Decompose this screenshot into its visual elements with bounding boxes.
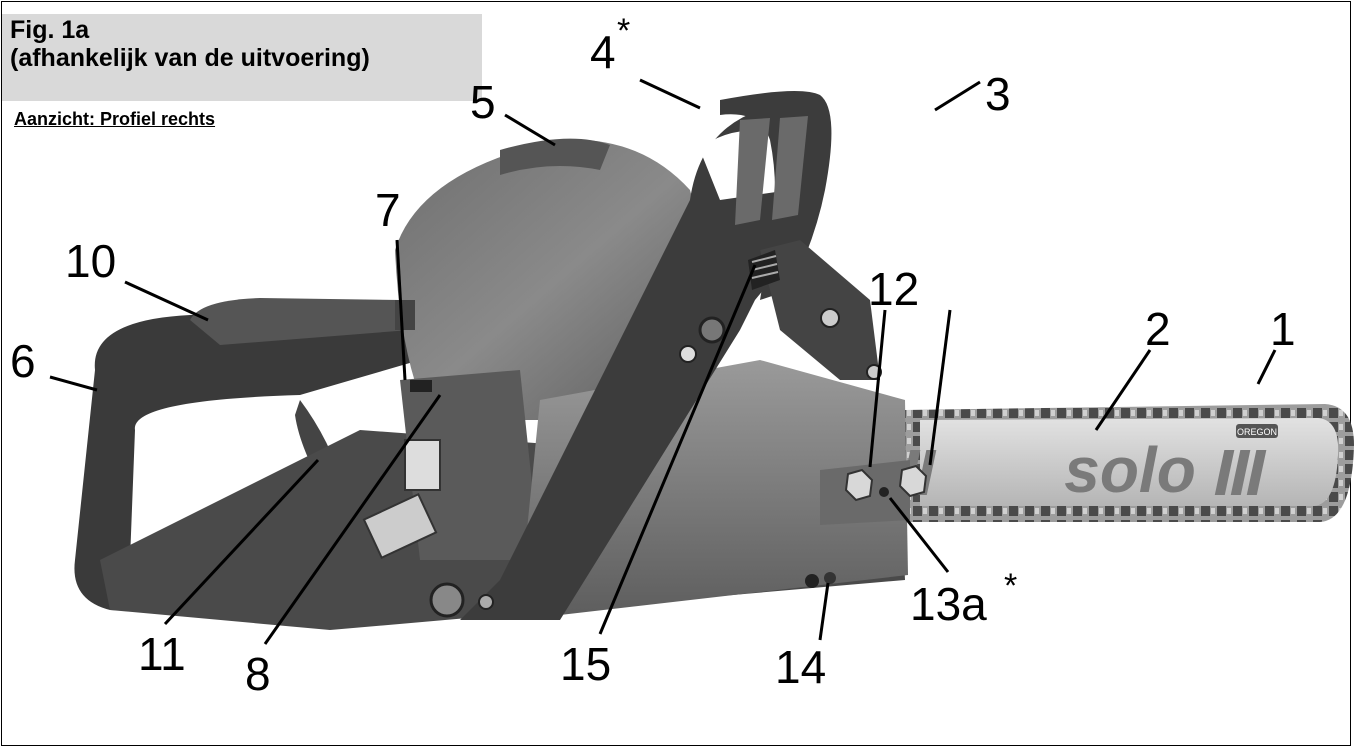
carb-spring [748,240,882,380]
warning-label [404,439,441,491]
guide-bar: solo OREGON [884,404,1354,522]
view-label: Aanzicht: Profiel rechts [14,109,216,129]
cover-screw [679,345,697,363]
figure-title: Fig. 1a [10,16,90,44]
stop-switch [410,380,432,392]
chain-catcher [824,572,836,584]
rear-handle-grip [190,298,410,345]
figure-subtitle: (afhankelijk van de uitvoering) [10,44,370,72]
figure-header [2,14,482,101]
bar-tip-badge [1236,424,1278,438]
bar-tip-brand: OREGON [1237,427,1277,437]
oil-pump-screw [805,574,819,588]
bar-nuts [844,464,928,502]
decomp-valve [698,316,726,344]
bar-stripes-right [1214,450,1267,495]
chain-tensioner-screw [879,487,889,497]
choke-lever [395,300,415,330]
bar-brand-logo: solo [1064,434,1196,506]
